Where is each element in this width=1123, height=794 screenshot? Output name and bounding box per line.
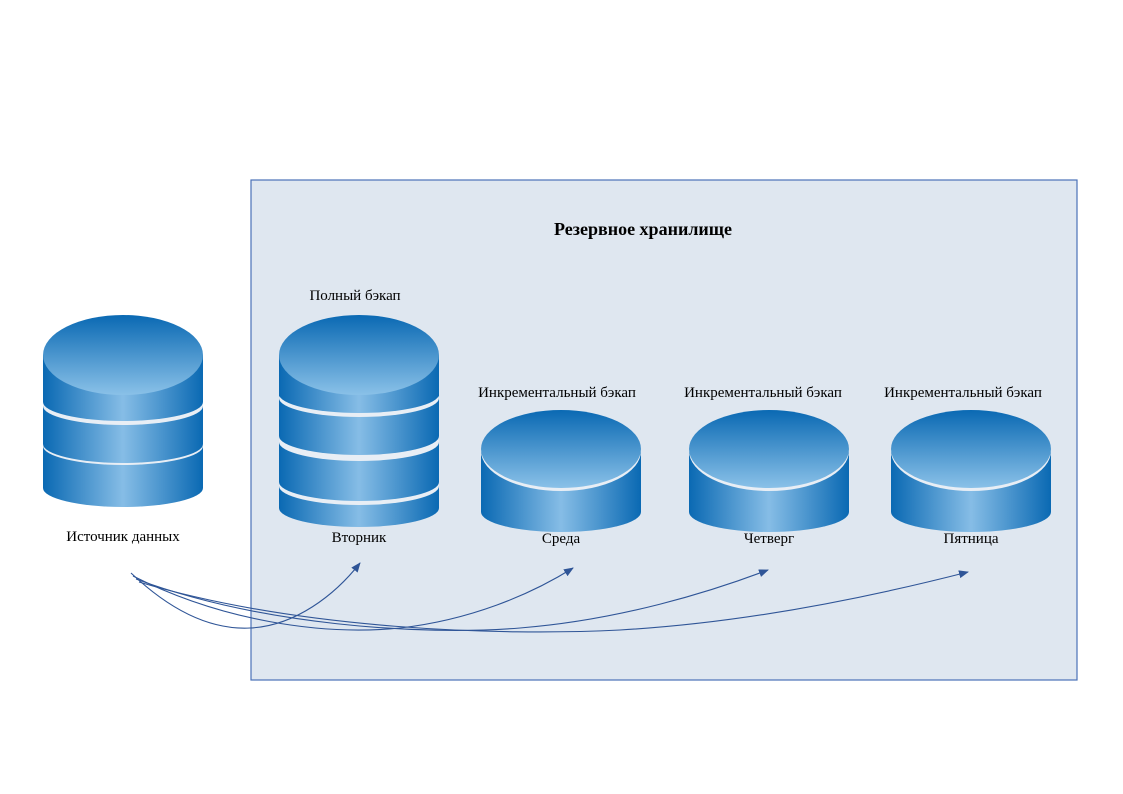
backup-arrow — [138, 570, 969, 633]
disk-icon — [689, 410, 849, 532]
backup-type-label: Инкрементальный бэкап — [684, 385, 842, 401]
full-backup-database-icon — [279, 315, 439, 527]
backup-day-label: Среда — [542, 531, 581, 547]
source-label: Источник данных — [66, 529, 180, 545]
backup-type-label: Инкрементальный бэкап — [884, 385, 1042, 401]
backup-type-label: Инкрементальный бэкап — [478, 385, 636, 401]
backup-day-label: Четверг — [744, 531, 794, 547]
backup-day-label: Вторник — [332, 530, 387, 546]
backup-arrow — [135, 569, 769, 631]
backup-type-label: Полный бэкап — [309, 288, 400, 304]
disk-icon — [481, 410, 641, 532]
storage-title: Резервное хранилище — [554, 219, 732, 239]
disk-icon — [891, 410, 1051, 532]
database-icon — [43, 315, 203, 507]
backup-arrow — [130, 562, 361, 629]
backup-day-label: Пятница — [943, 531, 998, 547]
